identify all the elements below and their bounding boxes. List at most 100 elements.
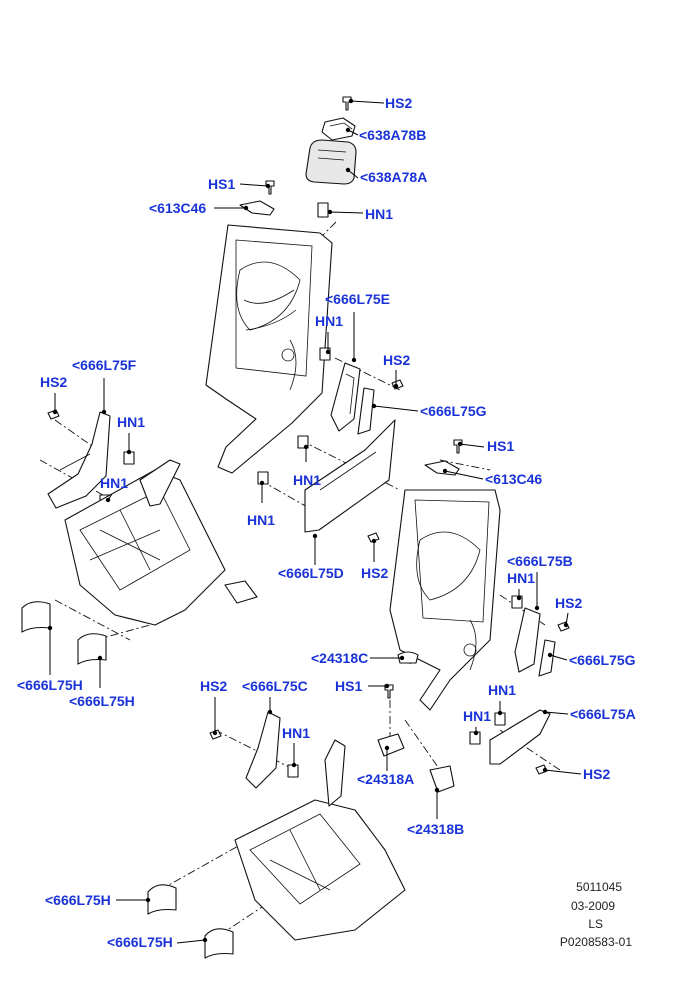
leader-dot [563, 622, 569, 628]
upper-seatback-frame [205, 224, 333, 474]
leader-dot [97, 655, 103, 661]
callout-hs2[interactable]: HS2 [40, 374, 67, 390]
callout-24318A[interactable]: <24318A [357, 771, 414, 787]
callout-hs2[interactable]: HS2 [583, 766, 610, 782]
leader-dot [473, 730, 479, 736]
callout-hs1[interactable]: HS1 [208, 176, 235, 192]
callout-666L75G[interactable]: <666L75G [420, 403, 487, 419]
leader-dot [126, 449, 132, 455]
callout-666L75F[interactable]: <666L75F [72, 357, 137, 373]
left-cushion-assembly [21, 411, 258, 665]
callout-666L75C[interactable]: <666L75C [242, 678, 308, 694]
callout-hn1[interactable]: HN1 [117, 414, 145, 430]
callout-666L75B[interactable]: <666L75B [507, 553, 573, 569]
leader-dot [542, 767, 548, 773]
callout-hs2[interactable]: HS2 [383, 352, 410, 368]
callout-hn1[interactable]: HN1 [293, 472, 321, 488]
leader-dot [327, 209, 333, 215]
leader-dot [393, 383, 399, 389]
leader-line [544, 711, 569, 715]
lower-cushion-assembly [147, 684, 455, 959]
leader-dot [348, 98, 354, 104]
leader-line [373, 405, 419, 412]
leader-dot [47, 625, 53, 631]
callout-666L75D[interactable]: <666L75D [278, 565, 344, 581]
leader-dot [212, 730, 218, 736]
leader-dot [384, 745, 390, 751]
leader-dot [457, 441, 463, 447]
callout-hn1[interactable]: HN1 [315, 313, 343, 329]
callout-hn1[interactable]: HN1 [507, 570, 535, 586]
callout-666L75H[interactable]: <666L75H [45, 892, 111, 908]
leader-dot [371, 538, 377, 544]
callout-hn1[interactable]: HN1 [365, 206, 393, 222]
callout-638A78B[interactable]: <638A78B [359, 127, 426, 143]
right-seatback-frame [389, 439, 501, 711]
leader-line [176, 939, 206, 944]
callout-hn1[interactable]: HN1 [247, 512, 275, 528]
leader-dot [265, 183, 271, 189]
leader-dot [516, 595, 522, 601]
callout-hs1[interactable]: HS1 [487, 438, 514, 454]
callout-666L75H[interactable]: <666L75H [107, 934, 173, 950]
callout-666L75H[interactable]: <666L75H [69, 693, 135, 709]
leader-dot [267, 709, 273, 715]
leader-dot [351, 357, 357, 363]
callout-638A78A[interactable]: <638A78A [360, 169, 427, 185]
side-cover-666L75E [330, 362, 361, 432]
callout-hs2[interactable]: HS2 [200, 678, 227, 694]
headrest-assembly [239, 96, 357, 218]
leader-line [459, 443, 485, 448]
callout-hn1[interactable]: HN1 [463, 708, 491, 724]
callout-613C46[interactable]: <613C46 [485, 471, 542, 487]
callout-24318C[interactable]: <24318C [311, 650, 368, 666]
leader-dot [399, 655, 405, 661]
callout-666L75H[interactable]: <666L75H [17, 677, 83, 693]
footer-line3: LS [588, 917, 603, 931]
footer-line1: 5011045 [576, 880, 622, 894]
callout-hn1[interactable]: HN1 [282, 725, 310, 741]
callout-666L75E[interactable]: <666L75E [325, 291, 390, 307]
callout-hn1[interactable]: HN1 [100, 475, 128, 491]
callout-666L75G[interactable]: <666L75G [569, 652, 636, 668]
callout-666L75A[interactable]: <666L75A [570, 706, 636, 722]
leader-dot [145, 897, 151, 903]
trim-666L75D [304, 419, 396, 533]
leader-dot [291, 762, 297, 768]
leader-dot [243, 205, 249, 211]
leader-dot [312, 533, 318, 539]
leader-line [329, 211, 364, 214]
leader-dot [547, 652, 553, 658]
callout-leaders [47, 98, 582, 944]
callout-613C46[interactable]: <613C46 [149, 200, 206, 216]
drawing-footer: 5011045 03-2009 LS P0208583-01 [560, 880, 632, 949]
leader-dot [371, 403, 377, 409]
leader-line [239, 183, 269, 187]
leader-dot [534, 605, 540, 611]
leader-line [544, 769, 582, 775]
callout-hs1[interactable]: HS1 [335, 678, 362, 694]
leader-line [444, 470, 484, 480]
footer-line4: P0208583-01 [560, 935, 632, 949]
leader-line [350, 100, 385, 104]
leader-line [549, 654, 568, 661]
callout-hs2[interactable]: HS2 [555, 595, 582, 611]
leader-dot [259, 480, 265, 486]
callout-24318B[interactable]: <24318B [407, 821, 464, 837]
callout-hs2[interactable]: HS2 [385, 95, 412, 111]
leader-dot [442, 468, 448, 474]
leader-dot [345, 127, 351, 133]
leader-dot [52, 409, 58, 415]
leader-dot [303, 444, 309, 450]
leader-dot [434, 787, 440, 793]
leader-dot [345, 167, 351, 173]
callout-hn1[interactable]: HN1 [488, 682, 516, 698]
side-cover-666L75G-upper [357, 387, 375, 435]
leader-dot [384, 683, 390, 689]
footer-line2: 03-2009 [571, 899, 615, 913]
callout-hs2[interactable]: HS2 [361, 565, 388, 581]
callout-labels: HS2 <638A78B <638A78A HS1 <613C46 HN1 <6… [17, 95, 636, 950]
leader-dot [202, 937, 208, 943]
leader-dot [542, 709, 548, 715]
